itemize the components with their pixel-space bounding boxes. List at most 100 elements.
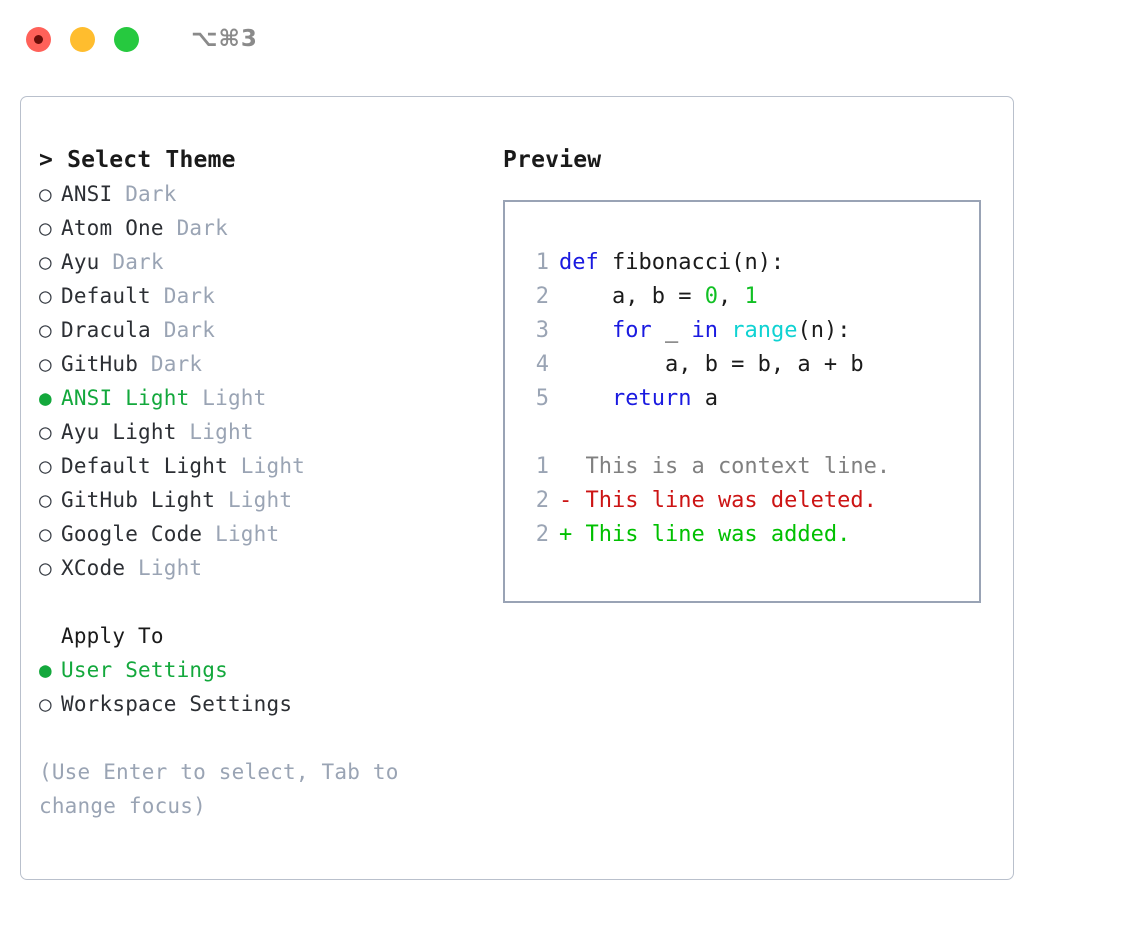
code-diff-separator	[519, 416, 979, 450]
theme-option-variant: Light	[215, 488, 293, 512]
theme-option-variant: Dark	[138, 352, 203, 376]
keyboard-shortcut-label: ⌥⌘3	[191, 26, 258, 52]
radio-unselected-icon: ○	[39, 182, 52, 206]
diff-line-number: 1	[535, 454, 549, 479]
preview-heading: Preview	[503, 147, 602, 173]
theme-option-ayu-light[interactable]: ○Ayu Light Light	[39, 415, 483, 449]
apply-to-option-label: Workspace Settings	[61, 692, 293, 716]
code-token-kw: in	[691, 318, 718, 343]
code-line-number: 2	[535, 284, 549, 309]
code-token-plain: fibonacci(n):	[598, 250, 785, 275]
code-token-plain: a, b =	[559, 284, 705, 309]
theme-option-google-code[interactable]: ○Google Code Light	[39, 517, 483, 551]
theme-option-label: Default	[61, 284, 151, 308]
code-token-plain: ,	[717, 284, 745, 309]
hint-spacer	[39, 721, 483, 755]
code-line-number: 4	[535, 352, 549, 377]
code-token-num: 0	[704, 284, 718, 309]
theme-option-atom-one[interactable]: ○ Atom One Dark	[39, 211, 483, 245]
theme-option-xcode[interactable]: ○ XCode Light	[39, 551, 483, 585]
radio-selected-icon: ●	[39, 386, 52, 410]
theme-option-label: Dracula	[61, 318, 151, 342]
diff-line-context: 1 This is a context line.	[519, 450, 979, 484]
theme-option-variant: Light	[227, 454, 306, 478]
code-line-content: def fibonacci(n):	[559, 246, 784, 280]
radio-unselected-icon: ○	[39, 556, 52, 580]
theme-option-default-light[interactable]: ○ Default Light Light	[39, 449, 483, 483]
theme-option-variant: Dark	[112, 182, 177, 206]
main-card: > Select Theme ○ANSI Dark○Atom One Dark○…	[20, 96, 1014, 880]
code-line: 5 return a	[519, 382, 979, 416]
theme-option-variant: Light	[125, 556, 203, 580]
code-line-number: 5	[535, 386, 549, 411]
theme-option-ansi-light[interactable]: ● ANSI Light Light	[39, 381, 483, 415]
theme-option-variant: Light	[202, 522, 280, 546]
theme-option-github[interactable]: ○ GitHub Dark	[39, 347, 483, 381]
theme-option-label: Google Code	[61, 522, 203, 546]
theme-selection-panel: > Select Theme ○ANSI Dark○Atom One Dark○…	[21, 143, 483, 823]
titlebar: ⌥⌘3	[0, 0, 1140, 78]
radio-unselected-icon: ○	[39, 216, 52, 240]
code-token-kw: def	[559, 250, 599, 275]
minimize-button-icon[interactable]	[70, 26, 95, 52]
theme-option-ansi[interactable]: ○ ANSI Dark	[39, 177, 483, 211]
apply-to-option-user-settings[interactable]: ● User Settings	[39, 653, 483, 687]
diff-line-content: + This line was added.	[559, 522, 851, 547]
theme-option-default[interactable]: ○ Default Dark	[39, 279, 483, 313]
theme-option-label: ANSI	[61, 182, 113, 206]
theme-option-label: Atom One	[61, 216, 164, 240]
code-line: 2 a, b = 0, 1	[519, 280, 979, 314]
code-line-content: a, b = b, a + b	[559, 348, 864, 382]
radio-unselected-icon: ○	[39, 284, 52, 308]
code-token-plain	[559, 318, 612, 343]
code-token-num: 1	[744, 284, 758, 309]
diff-line-added: 2 + This line was added.	[519, 518, 979, 552]
theme-option-label: Default Light	[61, 454, 228, 478]
code-line-content: return a	[559, 382, 718, 416]
theme-option-label: XCode	[61, 556, 126, 580]
code-line-number: 3	[535, 318, 549, 343]
maximize-button-icon[interactable]	[114, 26, 139, 52]
apply-to-option-label: User Settings	[61, 658, 228, 682]
code-token-plain	[559, 386, 612, 411]
close-button-icon[interactable]	[26, 26, 51, 52]
code-line: 1 def fibonacci(n):	[519, 246, 979, 280]
code-token-plain: a	[691, 386, 718, 411]
code-line-content: a, b = 0, 1	[559, 280, 758, 314]
code-token-plain: _	[651, 318, 692, 343]
theme-option-label: GitHub Light	[61, 488, 216, 512]
diff-line-content: - This line was deleted.	[559, 488, 877, 513]
code-line-content: for _ in range(n):	[559, 314, 850, 348]
keyboard-hint-text: (Use Enter to select, Tab to change focu…	[39, 760, 399, 818]
diff-line-content: This is a context line.	[559, 454, 891, 479]
theme-option-dracula[interactable]: ○Dracula Dark	[39, 313, 483, 347]
theme-option-variant: Dark	[163, 216, 228, 240]
code-line-number: 1	[535, 250, 549, 275]
radio-unselected-icon: ○	[39, 352, 52, 376]
code-token-plain: a, b = b, a + b	[559, 352, 864, 377]
theme-option-label: ANSI Light	[61, 386, 190, 410]
radio-unselected-icon: ○	[39, 454, 52, 478]
theme-option-variant: Dark	[150, 284, 216, 308]
theme-option-github-light[interactable]: ○ GitHub Light Light	[39, 483, 483, 517]
theme-option-label: GitHub	[61, 352, 139, 376]
panel-spacer	[39, 585, 483, 619]
apply-to-option-workspace-settings[interactable]: ○Workspace Settings	[39, 687, 483, 721]
theme-option-variant: Dark	[150, 318, 216, 342]
theme-option-variant: Light	[189, 386, 267, 410]
radio-unselected-icon: ○	[39, 420, 52, 444]
traffic-lights	[26, 26, 139, 52]
theme-option-variant: Light	[176, 420, 254, 444]
code-token-plain	[718, 318, 731, 343]
radio-unselected-icon: ○	[39, 488, 52, 512]
diff-line-number: 2	[535, 488, 549, 513]
diff-sample-block: 1 This is a context line. 2 - This line wa…	[519, 450, 979, 552]
apply-to-option-list: ● User Settings ○Workspace Settings	[39, 653, 483, 721]
theme-option-ayu[interactable]: ○Ayu Dark	[39, 245, 483, 279]
code-token-kw: for	[611, 318, 652, 343]
radio-selected-icon: ●	[39, 658, 52, 682]
theme-option-label: Ayu	[61, 250, 100, 274]
diff-line-number: 2	[535, 522, 549, 547]
